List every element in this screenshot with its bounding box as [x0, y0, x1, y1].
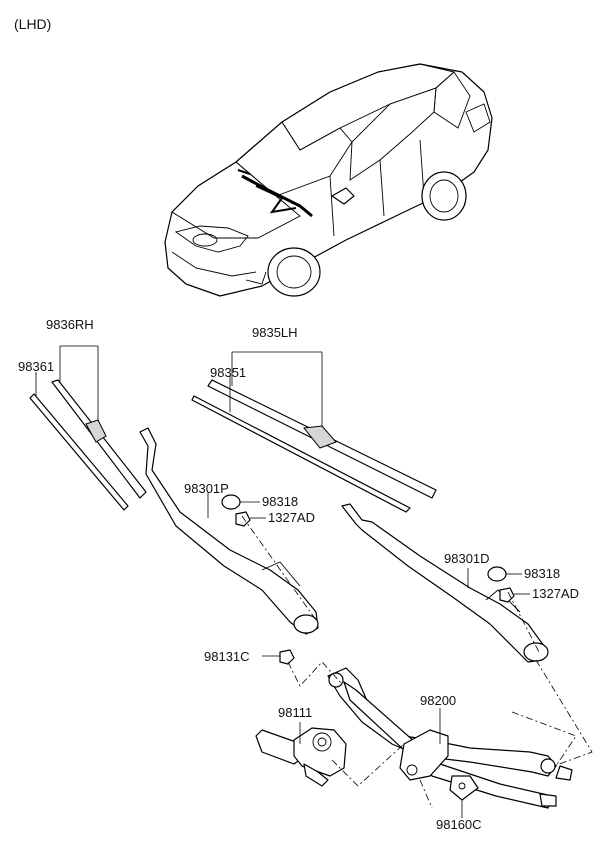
label-98318-b: 98318 — [524, 566, 561, 581]
nut-1327AD-b — [499, 587, 515, 603]
wiper-arm-driver — [341, 503, 549, 663]
cap-98318-b — [487, 566, 507, 582]
vehicle-illustration — [164, 63, 493, 297]
label-1327AD-a: 1327AD — [268, 510, 315, 525]
label-1327AD-b: 1327AD — [532, 586, 579, 601]
wiper-arm-passenger — [139, 427, 319, 635]
linkage-bracket — [449, 775, 479, 801]
nut-98131C — [279, 649, 295, 665]
label-98301P: 98301P — [184, 481, 229, 496]
label-98301D: 98301D — [444, 551, 490, 566]
label-98318-a: 98318 — [262, 494, 299, 509]
wiper-blade-rh — [29, 379, 147, 511]
label-98131C: 98131C — [204, 649, 250, 664]
label-98361: 98361 — [18, 359, 55, 374]
wiper-blade-lh — [191, 379, 437, 513]
diagram-variant-label: (LHD) — [14, 16, 52, 32]
wiper-motor — [255, 727, 347, 787]
nut-1327AD-a — [235, 511, 251, 527]
label-9836RH: 9836RH — [46, 317, 94, 332]
wiper-linkage — [327, 667, 573, 809]
label-98111: 98111 — [278, 705, 313, 720]
label-9835LH: 9835LH — [252, 325, 298, 340]
label-98200: 98200 — [420, 693, 457, 708]
label-98351: 98351 — [210, 365, 247, 380]
label-98160C: 98160C — [436, 817, 482, 832]
cap-98318-a — [221, 494, 241, 510]
